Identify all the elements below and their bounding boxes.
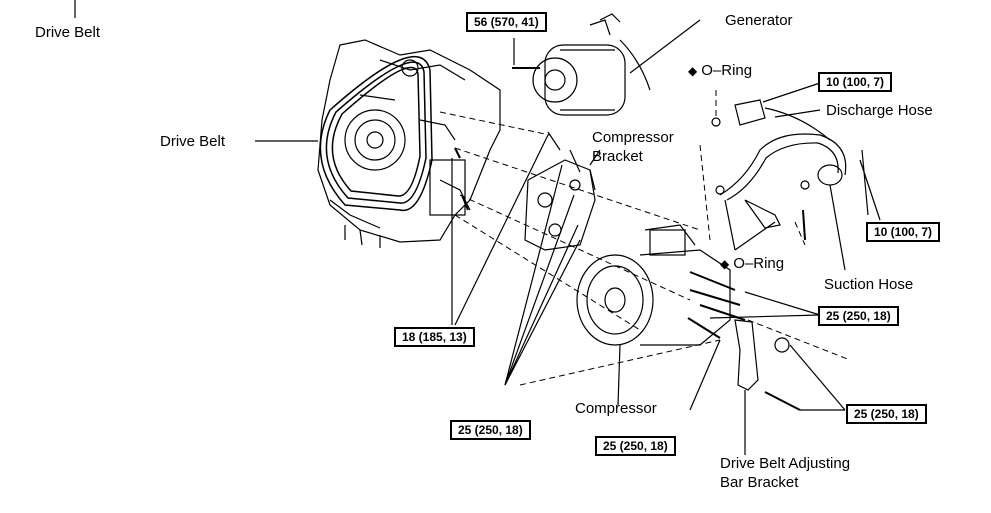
o-ring-mid-label: ◆O–Ring	[720, 255, 785, 272]
adjusting-bar-bracket	[734, 319, 759, 391]
discharge-hose-label: Discharge Hose	[826, 102, 933, 119]
drive-belt-label: Drive Belt	[160, 133, 226, 150]
generator-label: Generator	[725, 12, 793, 29]
torque-box-generator: 56 (570, 41)	[466, 12, 547, 32]
o-ring-top-label: ◆O–Ring	[688, 62, 753, 79]
suction-hose-drawing	[719, 133, 847, 229]
suction-hose-label: Suction Hose	[824, 276, 914, 293]
generator-drawing	[532, 13, 651, 116]
adjusting-bar-label-line2: Bar Bracket	[720, 474, 799, 491]
adjusting-bar-label-line1: Drive Belt Adjusting	[720, 455, 851, 472]
engine-block	[317, 39, 501, 248]
compressor-label: Compressor	[575, 400, 657, 417]
torque-box-compressor-bracket: 25 (250, 18)	[450, 420, 531, 440]
torque-box-adjusting-bar: 25 (250, 18)	[846, 404, 927, 424]
compressor-drawing	[576, 224, 731, 346]
drive-belt-label-top: Drive Belt	[35, 24, 101, 41]
torque-box-suction: 10 (100, 7)	[866, 222, 941, 242]
crank-pulley	[344, 109, 406, 171]
drive-belt	[319, 55, 433, 212]
compressor-bracket-label-line1: Compressor	[592, 129, 674, 146]
torque-box-compressor-lower: 25 (250, 18)	[595, 436, 676, 456]
compressor-bracket-label-line2: Bracket	[592, 148, 643, 165]
torque-box-engine-bracket: 18 (185, 13)	[394, 327, 475, 347]
torque-box-compressor-right: 25 (250, 18)	[818, 306, 899, 326]
torque-box-discharge: 10 (100, 7)	[818, 72, 893, 92]
diamond-symbol: ◆	[720, 257, 730, 271]
discharge-hose-drawing	[734, 99, 831, 141]
diamond-symbol: ◆	[688, 64, 698, 78]
